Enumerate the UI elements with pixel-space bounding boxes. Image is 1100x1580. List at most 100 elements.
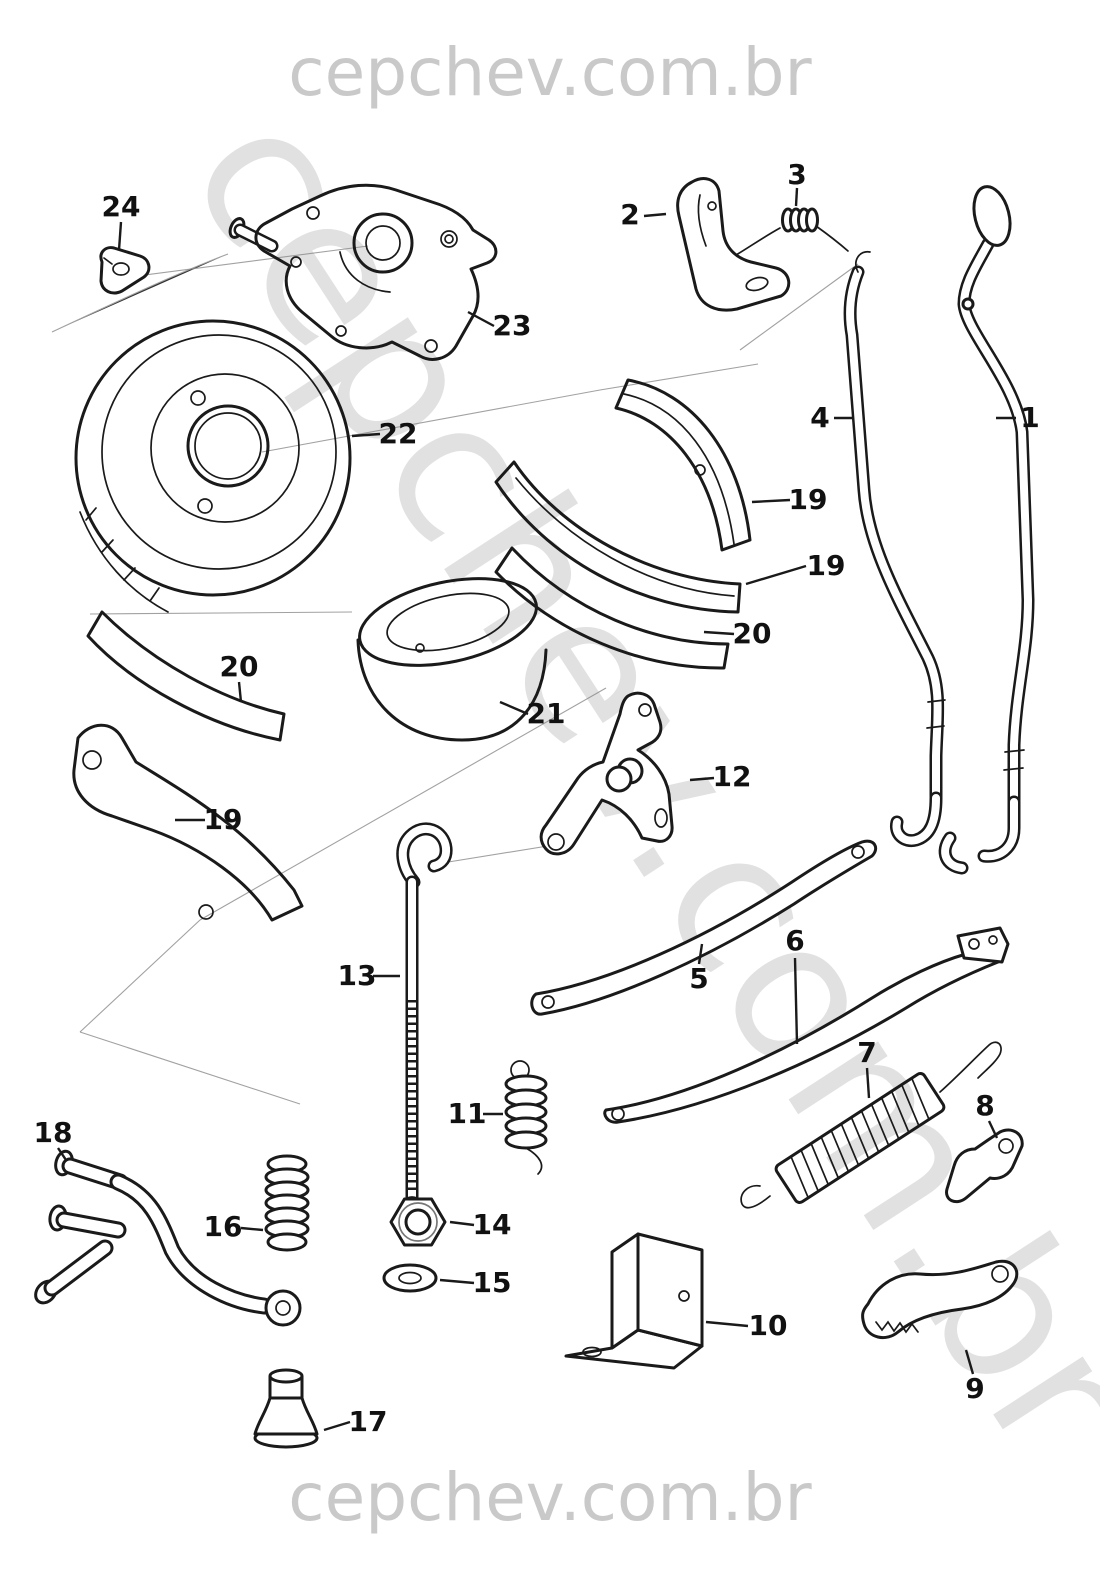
phantom-line — [79, 919, 201, 1033]
callout-22: 22 — [351, 417, 418, 450]
callout-15: 15 — [439, 1266, 511, 1299]
part-13-hook-bolt — [396, 822, 453, 1207]
part-16-spring — [264, 1154, 310, 1252]
phantom-line — [435, 843, 561, 865]
leader-line — [964, 1349, 975, 1375]
callout-17: 17 — [323, 1405, 388, 1438]
part-1-rod — [938, 185, 1035, 875]
part-18-fork — [34, 1149, 302, 1327]
part-label-21: 21 — [527, 697, 566, 730]
callout-18: 18 — [34, 1116, 73, 1161]
part-11-spring — [504, 1060, 548, 1175]
part-label-23: 23 — [493, 309, 532, 342]
part-label-20a: 20 — [733, 617, 772, 650]
part-4-rod — [843, 250, 946, 848]
leader-line — [351, 432, 381, 438]
phantom-line — [79, 1031, 301, 1105]
part-label-7: 7 — [857, 1036, 876, 1069]
callout-2: 2 — [620, 198, 667, 231]
leader-line — [467, 310, 495, 328]
leader-line — [449, 1220, 475, 1227]
part-label-13: 13 — [338, 959, 377, 992]
part-15-washer — [382, 1263, 438, 1293]
part-19-shoe-left — [72, 723, 304, 922]
leader-line — [745, 564, 807, 586]
leader-line — [689, 776, 715, 782]
part-2-lever — [676, 177, 791, 312]
callout-5: 5 — [689, 943, 709, 995]
part-label-19b: 19 — [807, 549, 846, 582]
part-label-9: 9 — [965, 1372, 984, 1405]
part-label-5: 5 — [689, 962, 708, 995]
phantom-line — [739, 263, 859, 351]
part-10-bracket — [564, 1232, 704, 1370]
callout-13: 13 — [338, 959, 400, 992]
phantom-line — [51, 253, 229, 333]
part-label-4: 4 — [810, 401, 829, 434]
callout-20b: 20 — [220, 650, 259, 703]
leader-line — [499, 700, 529, 716]
callout-19c: 19 — [175, 803, 242, 836]
callout-24: 24 — [102, 190, 141, 251]
part-14-nut — [389, 1197, 447, 1247]
callouts: 1 2 3 4 5 6 7 8 — [34, 158, 1040, 1438]
part-label-8: 8 — [975, 1089, 994, 1122]
part-19-shoe-upper — [614, 378, 752, 552]
part-5-link — [530, 839, 878, 1016]
construction-lines — [51, 245, 859, 1105]
part-20-band-right — [494, 546, 730, 670]
leader-line — [117, 221, 123, 251]
part-label-17: 17 — [349, 1405, 388, 1438]
phantom-line — [89, 611, 353, 615]
leader-line — [240, 1226, 264, 1232]
part-label-16: 16 — [204, 1210, 243, 1243]
leader-line — [703, 630, 735, 636]
leader-line — [237, 681, 243, 703]
callout-12: 12 — [689, 760, 752, 793]
leader-line — [865, 1067, 871, 1099]
callout-21: 21 — [499, 697, 566, 730]
callout-1: 1 — [996, 401, 1040, 434]
phantom-line — [121, 245, 369, 279]
callout-11: 11 — [448, 1097, 503, 1130]
part-label-11: 11 — [448, 1097, 487, 1130]
callout-20a: 20 — [703, 617, 772, 650]
part-21-band — [356, 577, 548, 742]
callout-10: 10 — [705, 1309, 788, 1342]
part-24-clip — [99, 246, 151, 295]
part-9-lever — [861, 1259, 1019, 1340]
leader-line — [751, 498, 791, 504]
part-3-spring — [735, 207, 849, 256]
part-8-plate — [945, 1128, 1024, 1204]
part-label-3: 3 — [787, 158, 806, 191]
callout-19a: 19 — [751, 483, 828, 516]
part-7-spring — [740, 1041, 1002, 1209]
callout-14: 14 — [449, 1208, 511, 1241]
part-12-lever — [539, 691, 674, 856]
part-label-19c: 19 — [204, 803, 243, 836]
part-label-10: 10 — [749, 1309, 788, 1342]
leader-line — [794, 187, 799, 207]
part-19-shoe-middle — [494, 460, 742, 614]
part-6-link — [603, 926, 1010, 1124]
callout-16: 16 — [204, 1210, 264, 1243]
watermark-bottom: cepchev.com.br — [288, 1459, 812, 1536]
callout-6: 6 — [785, 924, 805, 1045]
part-22-drum — [74, 319, 352, 613]
callout-8: 8 — [975, 1089, 999, 1139]
part-label-19a: 19 — [789, 483, 828, 516]
leader-line — [793, 957, 799, 1045]
part-label-18: 18 — [34, 1116, 73, 1149]
part-label-12: 12 — [713, 760, 752, 793]
callout-19b: 19 — [745, 549, 846, 586]
part-label-22: 22 — [379, 417, 418, 450]
leader-line — [57, 1147, 67, 1161]
part-label-6: 6 — [785, 924, 804, 957]
part-label-1: 1 — [1020, 401, 1039, 434]
phantom-line — [599, 363, 759, 391]
part-label-24: 24 — [102, 190, 141, 223]
part-23-bracket — [228, 183, 498, 361]
part-label-20b: 20 — [220, 650, 259, 683]
